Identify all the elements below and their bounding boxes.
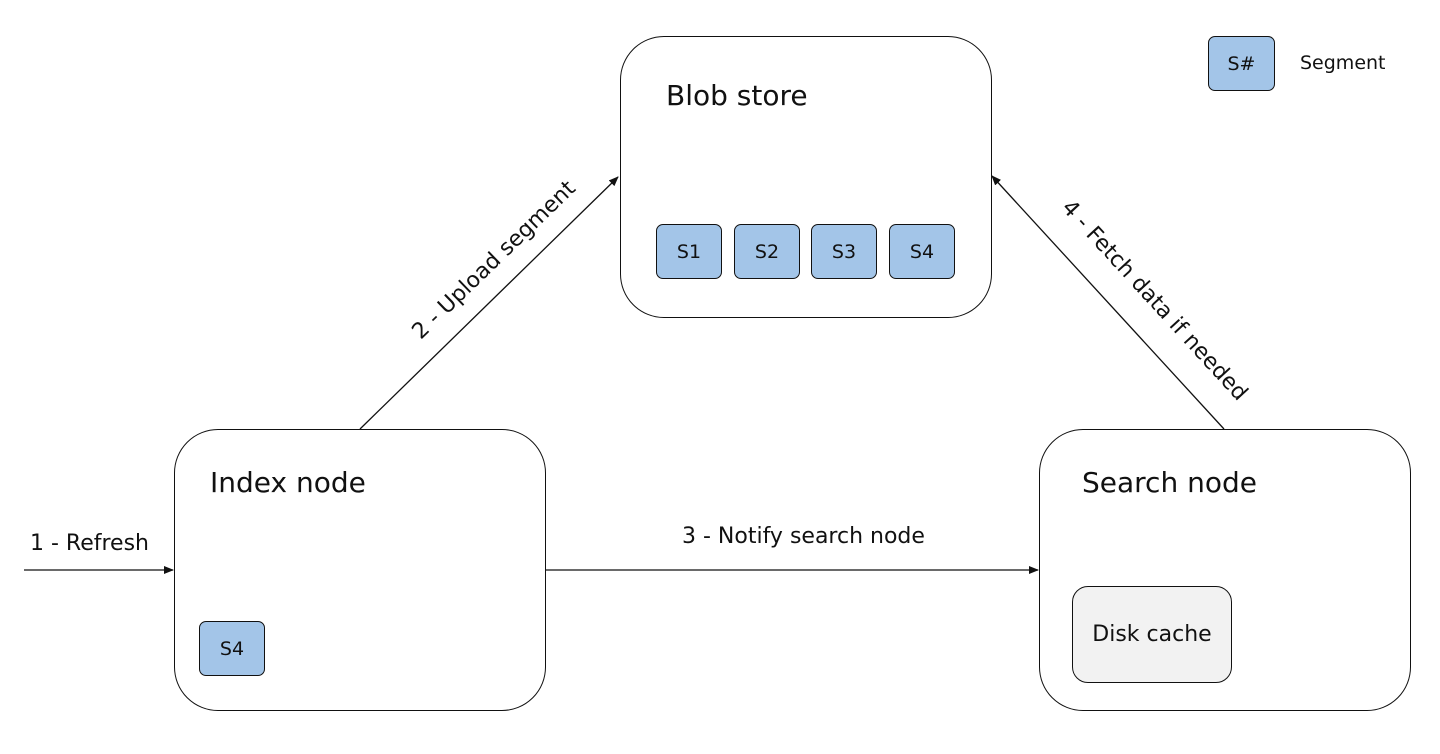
index-node-segment-s4: S4 bbox=[199, 621, 265, 676]
notify-label: 3 - Notify search node bbox=[682, 524, 925, 549]
segment-s4: S4 bbox=[889, 224, 955, 279]
segment-s2: S2 bbox=[734, 224, 800, 279]
refresh-label: 1 - Refresh bbox=[30, 531, 150, 556]
disk-cache-label: Disk cache bbox=[1092, 622, 1212, 647]
index-node-box: Index node S4 bbox=[174, 429, 546, 711]
disk-cache-box: Disk cache bbox=[1072, 586, 1232, 683]
legend-segment-label: Segment bbox=[1300, 52, 1386, 74]
segment-s3: S3 bbox=[811, 224, 877, 279]
blob-store-title: Blob store bbox=[666, 79, 808, 112]
index-node-title: Index node bbox=[210, 466, 366, 499]
search-node-title: Search node bbox=[1082, 466, 1257, 499]
blob-store-box: Blob store S1 S2 S3 S4 bbox=[620, 36, 992, 318]
legend-segment-swatch: S# bbox=[1208, 36, 1275, 91]
segment-s1: S1 bbox=[656, 224, 722, 279]
search-node-box: Search node Disk cache bbox=[1039, 429, 1411, 711]
upload-arrow bbox=[359, 176, 619, 430]
fetch-arrow bbox=[991, 175, 1225, 430]
